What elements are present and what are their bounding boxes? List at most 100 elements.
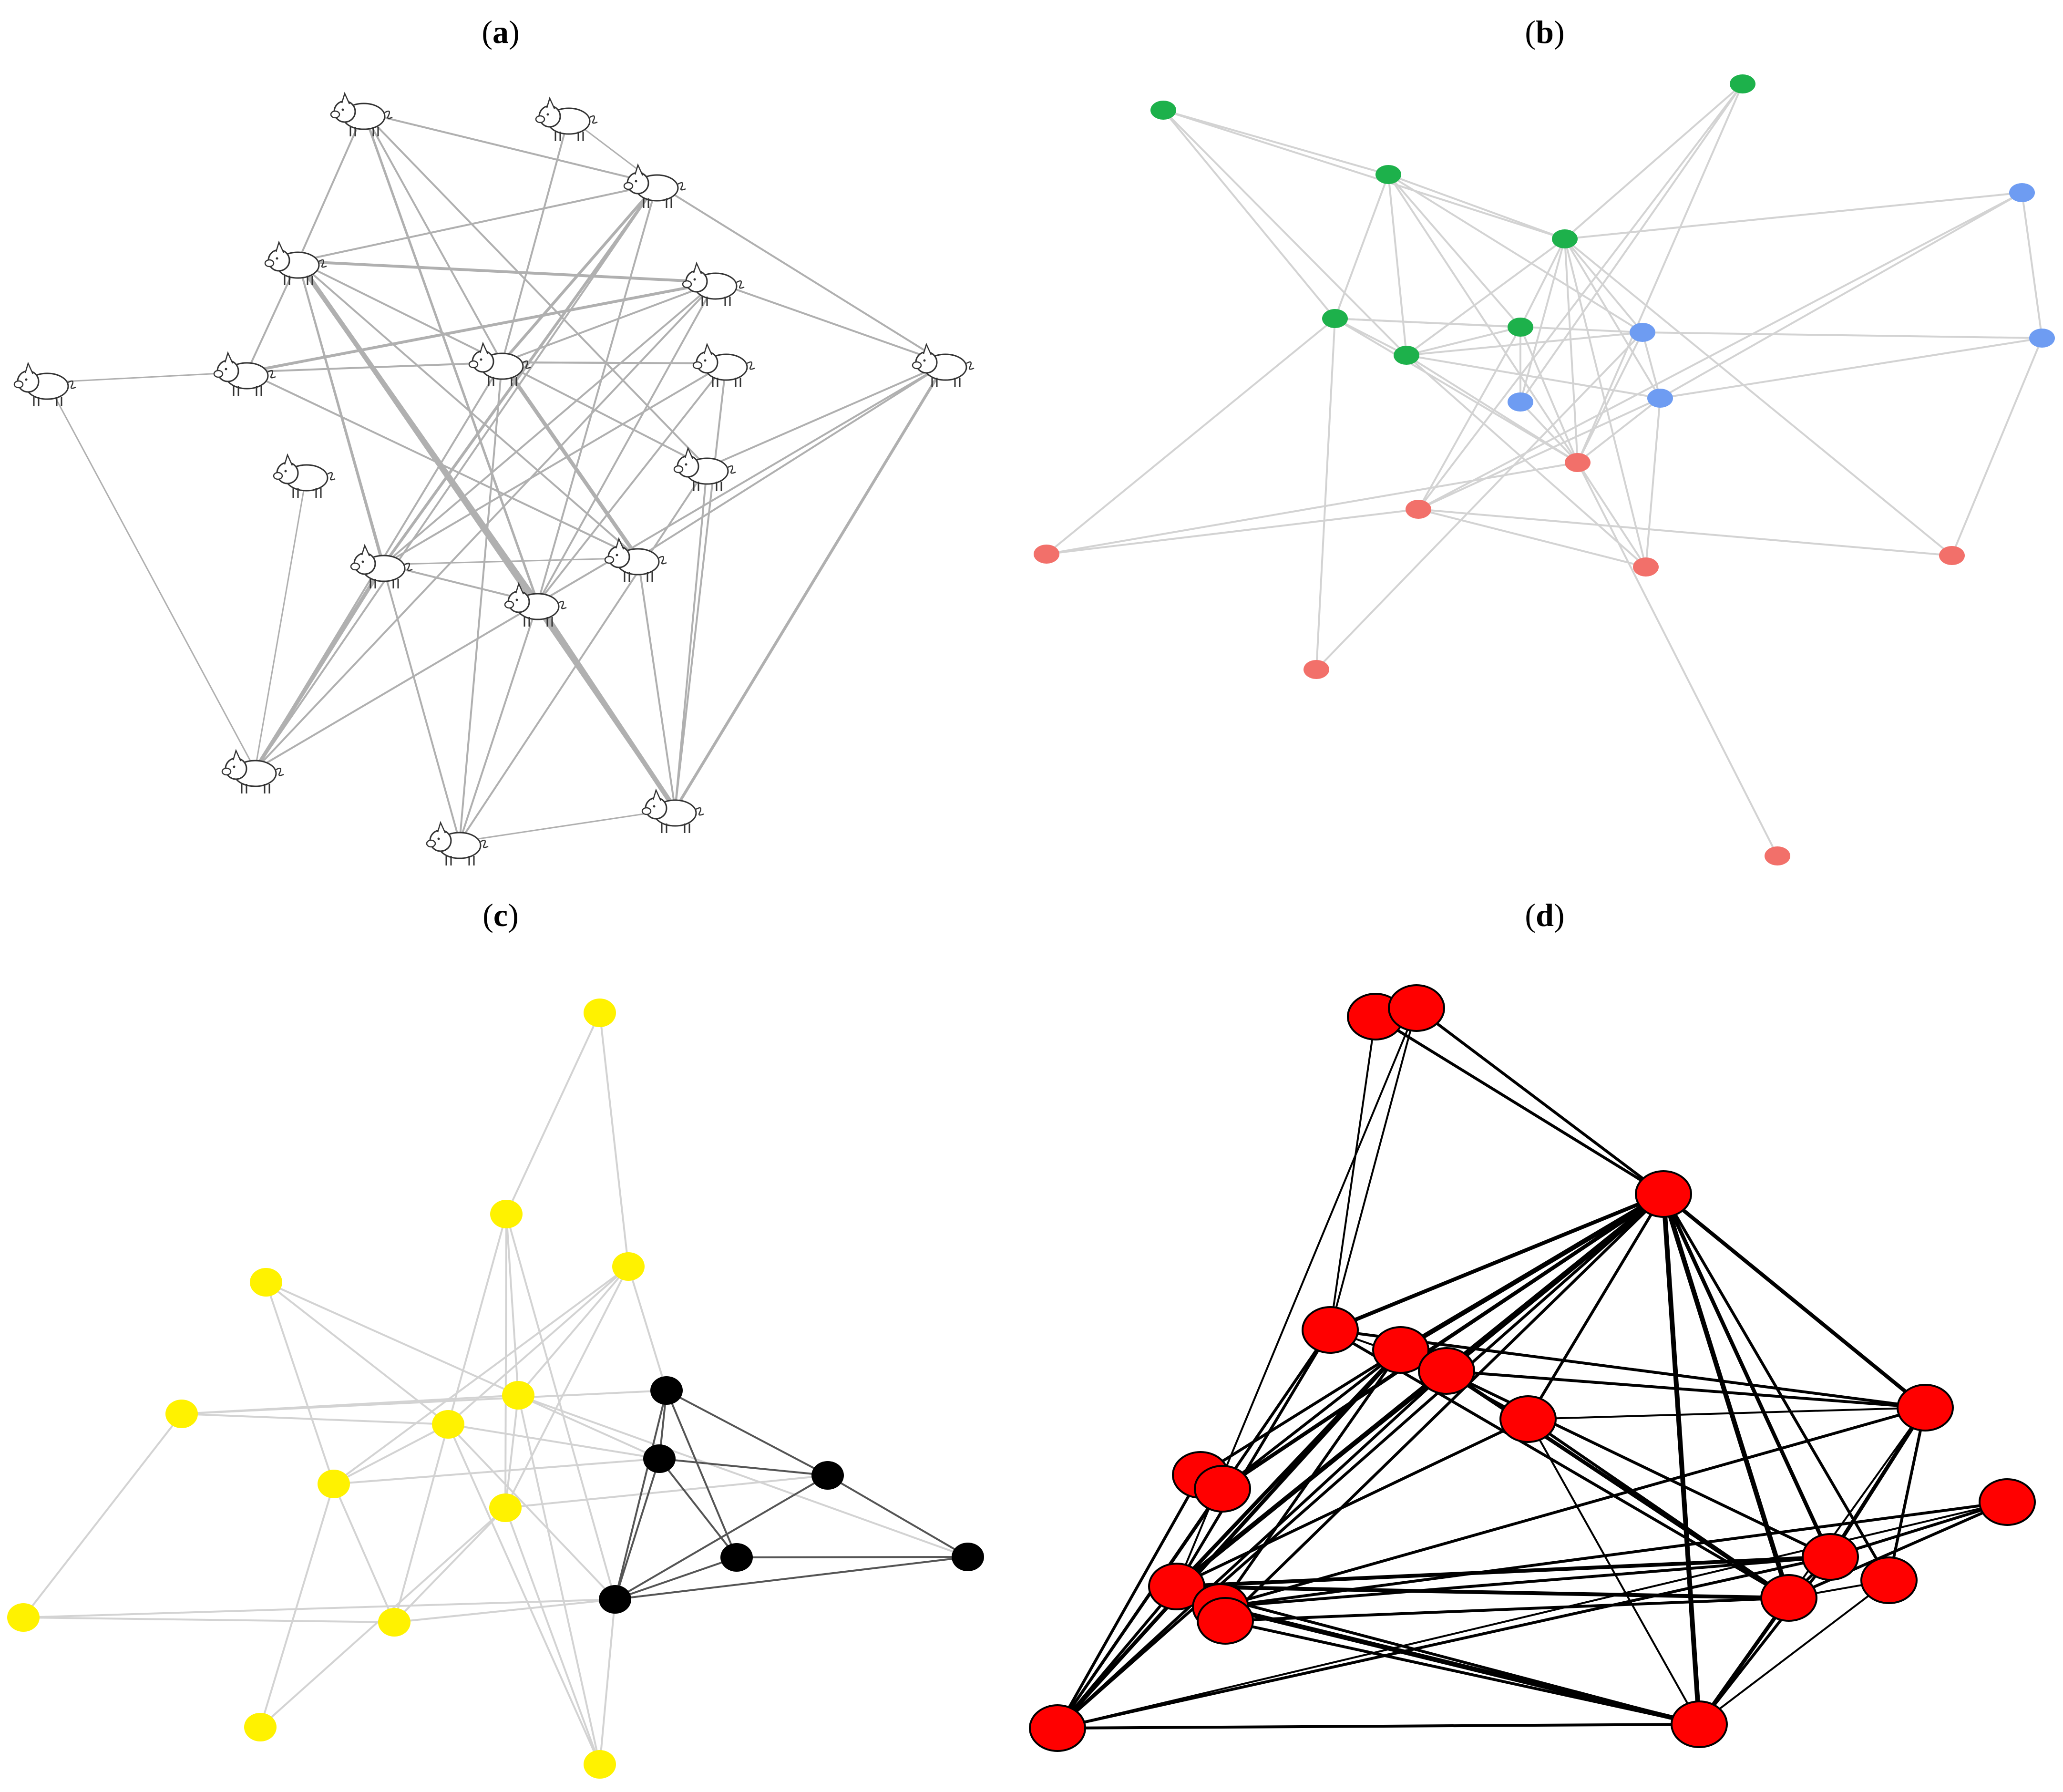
c-core-edge [827, 1474, 969, 1558]
b-edge [1564, 83, 1744, 240]
d-edge [1225, 1619, 1700, 1726]
red-node [1671, 1700, 1728, 1748]
b-edge [1564, 238, 1953, 556]
blue-node [1647, 389, 1673, 408]
pig-edge [254, 474, 308, 770]
d-edge [1225, 1596, 1789, 1622]
pig-edge [459, 808, 676, 843]
b-edge [1388, 174, 1565, 240]
d-edge [1329, 1329, 1790, 1599]
salmon-node [1939, 546, 1965, 565]
pig-icon [912, 343, 975, 388]
pig-edge [383, 281, 717, 566]
pig-edge [363, 112, 657, 185]
c-core-edge [658, 1458, 738, 1558]
c-edge [333, 1266, 629, 1485]
blue-node [2009, 183, 2035, 202]
pig-edge [674, 362, 947, 810]
panel-c-network [7, 999, 984, 1779]
yellow-node [490, 1200, 523, 1228]
c-edge [505, 1214, 616, 1600]
d-edge [1662, 1193, 1832, 1558]
green-node [1730, 74, 1755, 93]
blue-node [1630, 323, 1655, 342]
b-edge [1387, 174, 1407, 356]
b-edge [1046, 508, 1419, 555]
b-edge [1406, 238, 1566, 356]
pig-edge [501, 183, 658, 363]
pig-edge [363, 112, 708, 468]
salmon-node [1633, 557, 1659, 577]
pig-edge [502, 281, 716, 363]
panel-letter-d: d [1536, 897, 1554, 933]
c-edge [393, 1507, 506, 1623]
pig-edge [535, 601, 677, 811]
pig-edge [298, 183, 657, 262]
d-edge [1697, 1596, 1791, 1726]
b-edge [1660, 192, 2022, 399]
b-edge [1951, 338, 2043, 556]
pig-edge [500, 361, 640, 559]
c-core-edge [666, 1390, 738, 1558]
green-node [1150, 101, 1176, 120]
red-node [1194, 1465, 1251, 1513]
d-edge [1220, 1406, 1926, 1608]
d-edge [1527, 1193, 1665, 1420]
b-edge [1163, 109, 1565, 240]
black-node [811, 1461, 844, 1490]
panel-letter-b: b [1536, 14, 1554, 50]
c-edge [259, 1483, 335, 1728]
pig-edge [298, 260, 503, 363]
pig-icon [504, 583, 567, 628]
pig-icon [273, 454, 336, 499]
d-edge [1221, 1192, 1665, 1491]
pig-edge [46, 382, 256, 770]
green-node [1508, 318, 1533, 337]
d-edge [1057, 1723, 1700, 1730]
b-edge [1645, 398, 1661, 567]
c-edge [448, 1423, 660, 1460]
panel-b-network [1034, 74, 2055, 865]
d-edge [1220, 1555, 1831, 1608]
pig-edge [363, 112, 503, 363]
b-edge [1334, 174, 1389, 319]
pig-edge [537, 362, 727, 604]
b-edge [1660, 337, 2042, 399]
d-edge [1527, 1418, 1790, 1599]
d-edge [1662, 1192, 1927, 1410]
c-edge [504, 1266, 629, 1508]
c-core-edge [615, 1556, 737, 1600]
c-edge [181, 1390, 667, 1415]
d-edge [1175, 1349, 1402, 1588]
b-edge [1418, 397, 1661, 510]
c-edge [333, 1423, 449, 1485]
d-edge [1375, 1015, 1664, 1195]
panel-letter-c: c [493, 897, 508, 933]
d-edge [1220, 1605, 1700, 1727]
c-edge [505, 1474, 828, 1509]
c-edge [22, 1413, 183, 1618]
pig-icon [623, 164, 687, 209]
d-edge [1175, 1329, 1332, 1587]
c-edge [23, 1598, 616, 1618]
b-edge [2021, 192, 2043, 339]
red-node [1802, 1533, 1859, 1581]
c-edge [393, 1424, 449, 1623]
c-edge [627, 1266, 667, 1391]
d-edge [1176, 1418, 1529, 1588]
pig-edge [637, 557, 676, 810]
b-edge [1564, 192, 2022, 240]
panel-d-network [1029, 984, 2036, 1752]
d-edge [1221, 1349, 1402, 1490]
c-core-edge [615, 1556, 968, 1600]
c-edge [333, 1458, 660, 1485]
red-node [1418, 1347, 1475, 1395]
b-edge [1046, 318, 1336, 555]
b-edge [1162, 109, 1336, 319]
c-core-edge [666, 1390, 828, 1476]
yellow-node [165, 1400, 198, 1428]
pig-edge [459, 466, 708, 843]
red-node [1760, 1574, 1817, 1622]
d-edge [1446, 1370, 1926, 1409]
